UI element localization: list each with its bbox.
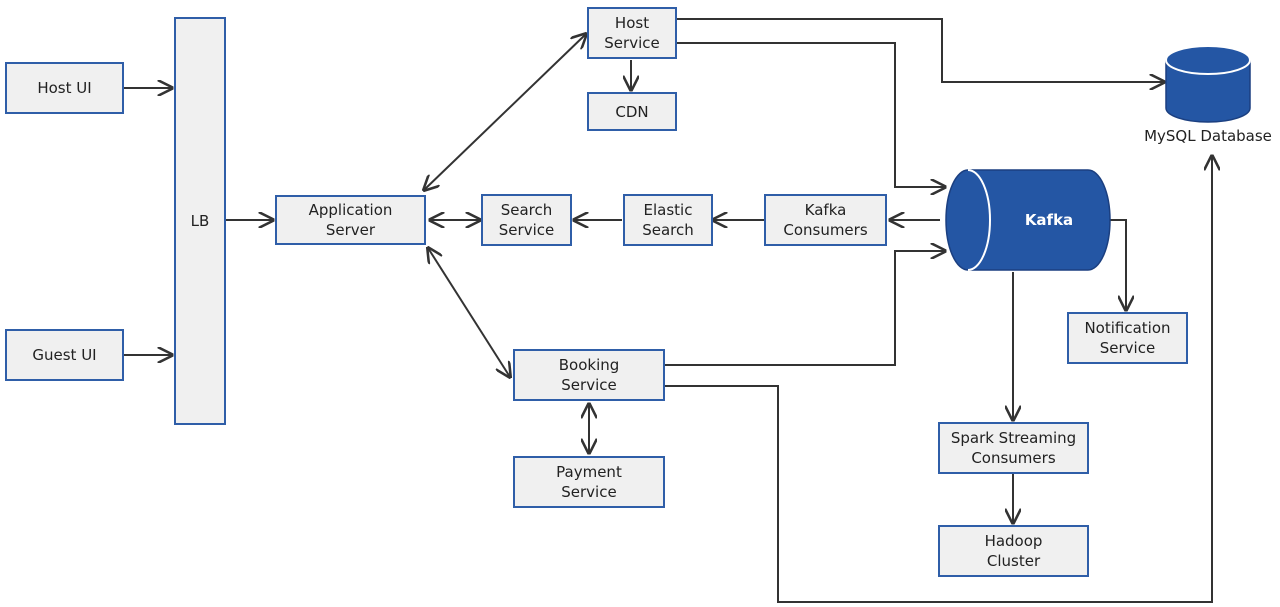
load-balancer-node: LB [174, 17, 226, 425]
kafka-cylinder [945, 169, 1111, 271]
edge-appserver-hostservice [424, 34, 586, 190]
guest-ui-node: Guest UI [5, 329, 124, 381]
notification-service-node: Notification Service [1067, 312, 1188, 364]
cdn-node: CDN [587, 92, 677, 131]
database-icon [1165, 45, 1251, 123]
edge-appserver-booking [428, 248, 510, 377]
spark-streaming-node: Spark Streaming Consumers [938, 422, 1089, 474]
edge-hostservice-kafka [677, 42, 945, 187]
elastic-search-node: Elastic Search [623, 194, 713, 246]
edge-kafka-notification [1110, 219, 1126, 310]
mysql-database-label: MySQL Database [1144, 127, 1272, 145]
host-ui-node: Host UI [5, 62, 124, 114]
search-service-node: Search Service [481, 194, 572, 246]
edge-booking-mysql [665, 156, 1212, 603]
hadoop-cluster-node: Hadoop Cluster [938, 525, 1089, 577]
host-service-node: Host Service [587, 7, 677, 59]
application-server-node: Application Server [275, 195, 426, 245]
payment-service-node: Payment Service [513, 456, 665, 508]
kafka-node-label: Kafka [1024, 211, 1074, 229]
kafka-consumers-node: Kafka Consumers [764, 194, 887, 246]
edge-hostservice-mysql [677, 18, 1164, 82]
edge-booking-kafka [665, 251, 945, 366]
booking-service-node: Booking Service [513, 349, 665, 401]
